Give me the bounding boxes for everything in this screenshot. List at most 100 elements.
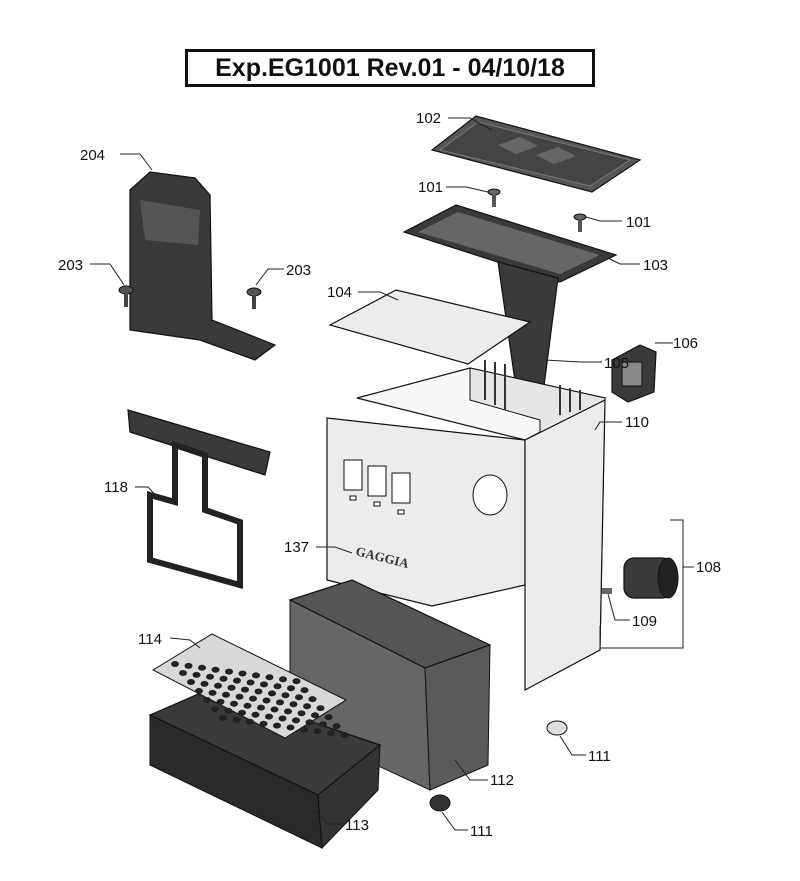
part-111-foot [546, 720, 568, 736]
leader-lines [90, 117, 694, 831]
grid-hole [273, 722, 281, 729]
grid-hole [262, 697, 271, 704]
part-101-screw [487, 188, 501, 207]
grid-hole [227, 684, 236, 691]
part-203-screw [246, 287, 262, 309]
grid-hole [179, 670, 187, 676]
grid-hole [303, 703, 311, 710]
grid-hole [279, 676, 287, 683]
grid-hole [241, 686, 249, 693]
grid-hole [332, 723, 341, 730]
grid-hole [249, 695, 257, 702]
grid-hole [238, 709, 246, 716]
grid-hole [198, 664, 206, 671]
grid-hole [287, 685, 295, 692]
grid-hole [195, 688, 203, 694]
diagram-title: Exp.EG1001 Rev.01 - 04/10/18 [185, 49, 595, 87]
grid-hole [265, 674, 274, 681]
label-105: 105 [604, 355, 629, 372]
label-110: 110 [625, 414, 649, 431]
label-101: 101 [626, 214, 651, 231]
grid-hole [319, 721, 327, 728]
grid-hole [211, 666, 220, 673]
label-112: 112 [490, 772, 514, 789]
label-118: 118 [104, 479, 128, 496]
part-101-screw [573, 213, 587, 232]
grid-hole [284, 708, 292, 715]
grid-hole [257, 704, 265, 711]
grid-hole [219, 715, 227, 721]
grid-hole [259, 720, 268, 727]
label-204: 204 [80, 147, 105, 164]
grid-hole [311, 712, 319, 719]
grid-hole [192, 671, 201, 678]
grid-hole [208, 689, 217, 696]
grid-hole [289, 701, 298, 708]
grid-hole [171, 661, 179, 667]
part-111-foot [429, 794, 451, 812]
grid-hole [246, 718, 254, 725]
grid-hole [230, 700, 238, 707]
label-137: 137 [284, 539, 309, 556]
grid-hole [224, 707, 233, 714]
grid-hole [251, 711, 260, 718]
label-111: 111 [470, 823, 493, 840]
grid-hole [308, 696, 317, 703]
grid-hole [265, 713, 273, 720]
label-113: 113 [345, 817, 369, 834]
part-106-switch [611, 344, 657, 403]
grid-hole [246, 679, 255, 686]
grid-hole [254, 688, 263, 695]
label-111: 111 [588, 748, 611, 765]
grid-hole [232, 716, 241, 723]
grid-hole [305, 719, 314, 726]
grid-hole [273, 683, 282, 690]
label-109: 109 [632, 613, 657, 630]
label-101: 101 [418, 179, 443, 196]
grid-hole [216, 698, 225, 705]
label-104: 104 [327, 284, 352, 301]
label-102: 102 [416, 110, 441, 127]
grid-hole [235, 693, 244, 700]
part-108-knob [623, 557, 679, 599]
part-109-pin [602, 588, 612, 594]
grid-hole [243, 702, 252, 709]
part-114-drip-grid [151, 633, 349, 739]
grid-hole [270, 706, 279, 713]
grid-hole [219, 675, 228, 682]
grid-hole [292, 678, 301, 685]
grid-hole [203, 697, 211, 703]
part-118-cup-holder [127, 409, 271, 589]
part-112-water-tank [288, 579, 492, 791]
grid-hole [295, 694, 303, 701]
grid-hole [340, 732, 349, 739]
grid-hole [187, 679, 195, 685]
grid-hole [260, 681, 268, 688]
grid-hole [214, 682, 222, 689]
grid-hole [292, 717, 300, 724]
grid-hole [200, 680, 209, 687]
grid-hole [233, 677, 241, 684]
grid-hole [300, 687, 309, 694]
grid-hole [278, 715, 287, 722]
label-103: 103 [643, 257, 668, 274]
grid-hole [297, 710, 306, 717]
grid-hole [222, 691, 230, 698]
grid-hole [313, 728, 322, 735]
grid-hole [238, 670, 247, 677]
grid-hole [286, 724, 295, 731]
grid-hole [225, 668, 233, 675]
part-102-top-cover [430, 115, 642, 193]
grid-hole [300, 726, 308, 733]
label-203: 203 [286, 262, 311, 279]
label-108: 108 [696, 559, 721, 576]
label-203: 203 [58, 257, 83, 274]
grid-hole [252, 672, 260, 679]
part-104-insulation-sheet [328, 289, 532, 365]
grid-hole [327, 730, 335, 737]
grid-hole [281, 692, 290, 699]
grid-hole [276, 699, 284, 706]
label-114: 114 [138, 631, 162, 648]
part-110-body-frame [326, 360, 607, 691]
